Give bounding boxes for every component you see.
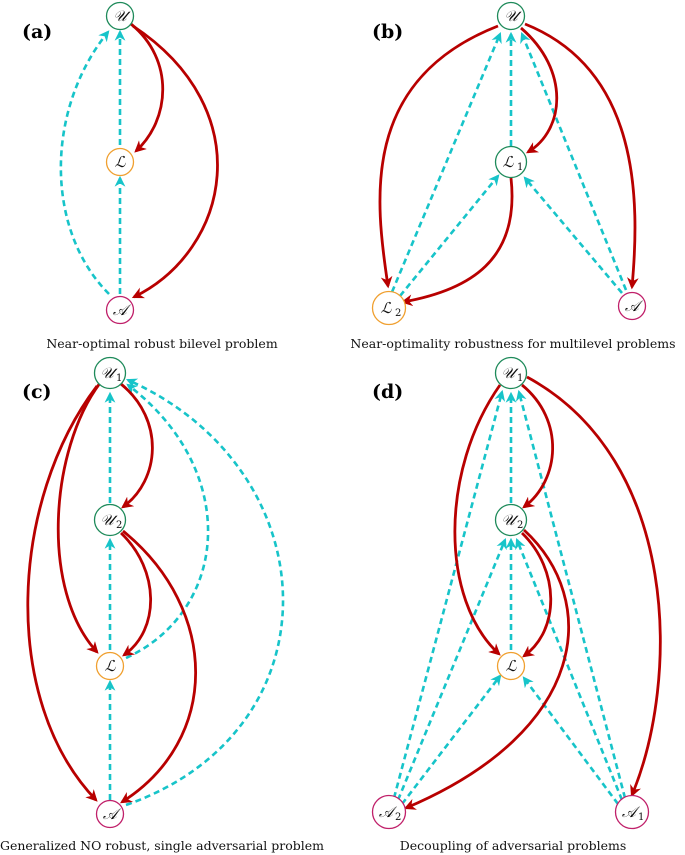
- edge-d-U1-U2: [521, 383, 554, 509]
- node-c-L-circle: [95, 651, 125, 681]
- node-c-A-circle: [95, 799, 125, 829]
- node-b-U-symbol: 𝒰: [504, 7, 522, 25]
- edge-c-L-U1: [125, 383, 210, 660]
- node-d-U2-sub: 2: [517, 520, 523, 531]
- panel-a-edges: [59, 22, 219, 299]
- node-c-U1-circle: [93, 356, 127, 390]
- node-d-U2: 𝒰 2: [494, 503, 528, 537]
- node-d-A1: 𝒜 1: [614, 794, 650, 830]
- node-d-U2-symbol: 𝒰: [501, 511, 519, 529]
- node-b-A: 𝒜: [617, 291, 647, 321]
- edge-c-U2-A: [120, 529, 198, 804]
- node-c-L-symbol: ℒ: [105, 657, 117, 675]
- node-c-L: ℒ: [95, 651, 125, 681]
- edge-a-U-L: [130, 22, 164, 153]
- panel-label-a: (a): [22, 21, 52, 43]
- node-a-U-symbol: 𝒰: [113, 7, 131, 25]
- node-b-U-circle: [496, 1, 526, 31]
- node-d-U1-sub: 1: [517, 373, 523, 384]
- caption-c: Generalized NO robust, single adversaria…: [0, 838, 324, 853]
- node-b-L1: ℒ 1: [494, 145, 528, 179]
- node-c-U2-symbol: 𝒰: [100, 511, 118, 529]
- caption-b: Near-optimality robustness for multileve…: [350, 336, 675, 351]
- edge-b-L1-L2: [400, 177, 514, 307]
- edge-b-A-U: [520, 31, 628, 291]
- node-a-L-circle: [105, 147, 135, 177]
- node-c-A: 𝒜: [95, 799, 125, 829]
- node-b-L2: ℒ 2: [371, 290, 407, 326]
- node-c-U1-sub: 1: [116, 373, 122, 384]
- node-b-L1-symbol: ℒ: [503, 153, 515, 171]
- edge-c-A-U1: [125, 378, 285, 807]
- edge-d-A1-L: [522, 676, 620, 805]
- edge-d-A1-U2: [515, 537, 624, 801]
- edge-b-U-L2: [378, 24, 499, 289]
- node-a-U-circle: [105, 1, 135, 31]
- panel-c-edges: [26, 378, 285, 807]
- node-d-A2-sub: 2: [395, 812, 401, 823]
- node-c-U2: 𝒰 2: [93, 503, 127, 537]
- edge-d-U1-L: [453, 384, 502, 656]
- node-a-A-circle: [105, 295, 135, 325]
- node-d-A2-circle: [371, 794, 407, 830]
- node-b-L2-symbol: ℒ: [381, 299, 393, 317]
- node-b-A-circle: [617, 291, 647, 321]
- node-d-U1-circle: [494, 356, 528, 390]
- node-b-L2-circle: [371, 290, 407, 326]
- edge-d-U1-A1: [526, 375, 662, 798]
- edge-c-U1-U2: [120, 382, 154, 509]
- node-b-L2-sub: 2: [395, 308, 401, 319]
- edge-b-U-A: [524, 22, 639, 290]
- node-d-A1-circle: [614, 794, 650, 830]
- panel-b-edges: [378, 22, 639, 307]
- edge-d-A2-U1: [392, 389, 506, 799]
- edge-b-L2-U: [390, 31, 502, 293]
- caption-d: Decoupling of adversarial problems: [400, 838, 626, 853]
- node-b-L1-sub: 1: [517, 162, 523, 173]
- edge-b-U-L1: [520, 26, 559, 154]
- panel-label-b: (b): [372, 21, 403, 43]
- node-c-U1-symbol: 𝒰: [100, 364, 118, 382]
- node-d-A1-sub: 1: [638, 812, 644, 823]
- edge-c-U2-L: [120, 531, 152, 657]
- node-d-L-symbol: ℒ: [506, 657, 518, 675]
- panel-label-c: (c): [22, 381, 52, 403]
- node-c-U2-circle: [93, 503, 127, 537]
- edge-b-A-L1: [523, 176, 623, 294]
- panel-label-d: (d): [372, 381, 403, 403]
- edge-a-U-A: [131, 24, 219, 299]
- edge-a-A-U-outer: [59, 30, 110, 295]
- edge-b-L2-L1: [398, 174, 500, 297]
- edge-d-U2-L: [521, 531, 553, 658]
- node-b-L1-circle: [494, 145, 528, 179]
- edge-d-A2-L: [400, 674, 502, 805]
- node-b-U: 𝒰: [496, 1, 526, 31]
- node-a-L: ℒ: [105, 147, 135, 177]
- edge-d-U2-A2: [403, 528, 570, 810]
- node-d-L: ℒ: [496, 651, 526, 681]
- node-d-U1-symbol: 𝒰: [501, 364, 519, 382]
- edge-d-A2-U2: [396, 537, 507, 801]
- caption-a: Near-optimal robust bilevel problem: [46, 336, 278, 351]
- node-d-L-circle: [496, 651, 526, 681]
- node-d-U2-circle: [494, 503, 528, 537]
- node-d-U1: 𝒰 1: [494, 356, 528, 390]
- edge-c-U1-L: [56, 382, 102, 654]
- edge-c-U1-A: [26, 385, 99, 802]
- node-c-U1: 𝒰 1: [93, 356, 127, 390]
- node-c-U2-sub: 2: [116, 520, 122, 531]
- node-a-A: 𝒜: [105, 295, 135, 325]
- node-d-A2: 𝒜 2: [371, 794, 407, 830]
- node-a-U: 𝒰: [105, 1, 135, 31]
- panel-d-edges: [392, 375, 662, 810]
- node-a-L-symbol: ℒ: [115, 153, 127, 171]
